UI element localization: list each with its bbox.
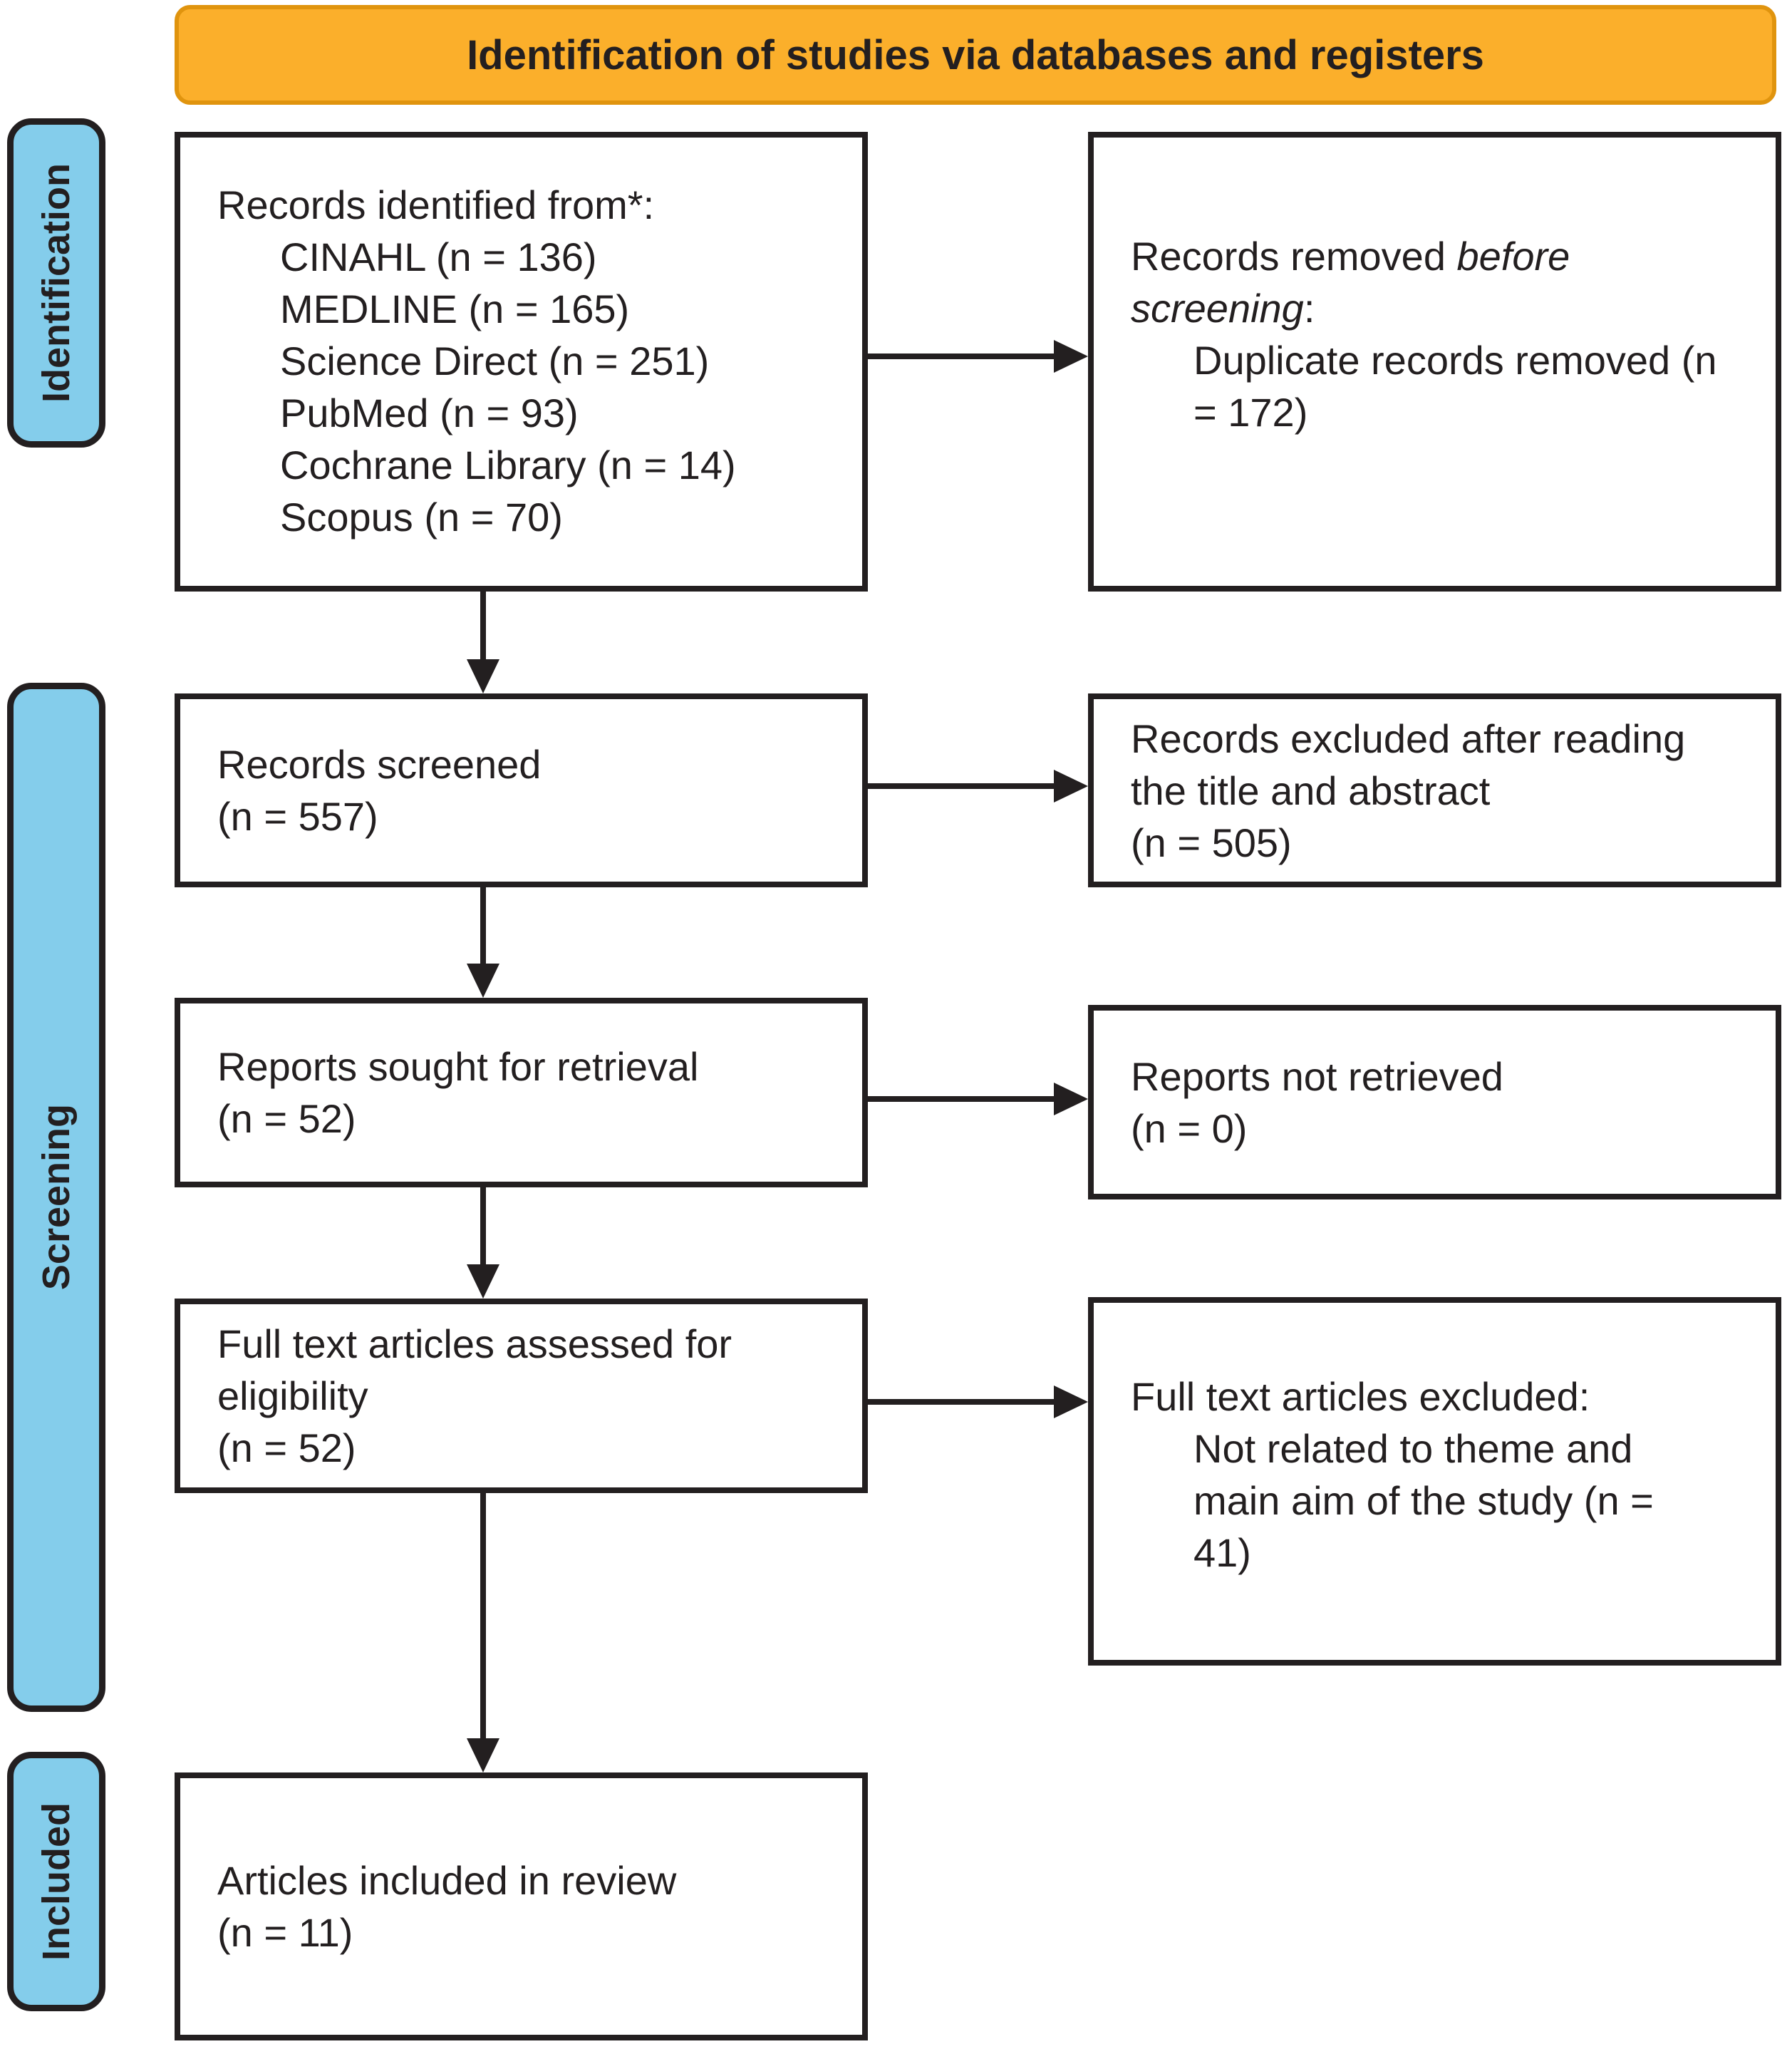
identification-banner: Identification of studies via databases … <box>175 5 1776 105</box>
box-articles-included: Articles included in review (n = 11) <box>175 1772 868 2040</box>
reports-not-retrieved-line: Reports not retrieved <box>1131 1053 1503 1099</box>
records-removed-intro-line2: screening: <box>1131 286 1315 331</box>
records-identified-source: Science Direct (n = 251) <box>280 339 710 383</box>
records-identified-source: CINAHL (n = 136) <box>280 234 597 279</box>
arrow-right-icon <box>1054 1385 1088 1418</box>
records-identified-intro: Records identified from*: <box>217 182 655 227</box>
reports-sought-count: (n = 52) <box>217 1096 356 1141</box>
arrow-down-icon <box>467 1264 499 1299</box>
arrow-identified-to-screened-line <box>480 592 486 662</box>
box-records-identified: Records identified from*: CINAHL (n = 13… <box>175 132 868 592</box>
stage-label-included-text: Included <box>35 1802 78 1961</box>
records-identified-source: PubMed (n = 93) <box>280 391 579 435</box>
fulltext-assessed-line2: eligibility <box>217 1373 368 1418</box>
arrow-right-icon <box>1054 340 1088 373</box>
box-records-removed: Records removed before screening: Duplic… <box>1088 132 1781 592</box>
records-removed-intro-line1: Records removed before <box>1131 234 1570 279</box>
duplicates-removed-line2: = 172) <box>1193 390 1308 435</box>
stage-label-screening: Screening <box>7 683 105 1712</box>
box-reports-not-retrieved: Reports not retrieved (n = 0) <box>1088 1005 1781 1199</box>
records-screened-line: Records screened <box>217 742 542 787</box>
arrow-screened-to-sought-line <box>480 887 486 966</box>
arrow-identified-to-removed-line <box>868 353 1054 359</box>
articles-included-line: Articles included in review <box>217 1858 677 1903</box>
records-excluded-line2: the title and abstract <box>1131 768 1491 813</box>
box-records-excluded: Records excluded after reading the title… <box>1088 693 1781 887</box>
stage-label-identification-text: Identification <box>35 163 78 403</box>
duplicates-removed-line1: Duplicate records removed (n <box>1193 338 1717 383</box>
fulltext-excluded-reason-line3: 41) <box>1193 1530 1251 1575</box>
arrow-sought-to-notretrieved-line <box>868 1096 1054 1102</box>
box-fulltext-excluded: Full text articles excluded: Not related… <box>1088 1297 1781 1666</box>
records-screened-count: (n = 557) <box>217 794 378 839</box>
stage-label-screening-text: Screening <box>35 1104 78 1291</box>
stage-label-identification: Identification <box>7 118 105 448</box>
fulltext-excluded-reason-line1: Not related to theme and <box>1193 1426 1633 1471</box>
records-excluded-count: (n = 505) <box>1131 820 1292 865</box>
arrow-assessed-to-included-line <box>480 1493 486 1741</box>
box-records-screened: Records screened (n = 557) <box>175 693 868 887</box>
box-fulltext-assessed: Full text articles assessed for eligibil… <box>175 1299 868 1493</box>
articles-included-count: (n = 11) <box>217 1910 353 1955</box>
records-identified-source: MEDLINE (n = 165) <box>280 287 630 331</box>
arrow-down-icon <box>467 1738 499 1772</box>
arrow-assessed-to-excluded-line <box>868 1399 1054 1405</box>
arrow-screened-to-excluded-line <box>868 783 1054 789</box>
arrow-down-icon <box>467 659 499 693</box>
banner-title: Identification of studies via databases … <box>467 31 1484 78</box>
records-excluded-line1: Records excluded after reading <box>1131 716 1686 761</box>
arrow-down-icon <box>467 964 499 998</box>
arrow-right-icon <box>1054 770 1088 802</box>
records-identified-source: Cochrane Library (n = 14) <box>280 443 736 487</box>
arrow-sought-to-assessed-line <box>480 1187 486 1267</box>
fulltext-excluded-intro: Full text articles excluded: <box>1131 1374 1590 1419</box>
fulltext-assessed-count: (n = 52) <box>217 1425 356 1470</box>
reports-not-retrieved-count: (n = 0) <box>1131 1105 1248 1151</box>
records-identified-source: Scopus (n = 70) <box>280 495 563 540</box>
arrow-right-icon <box>1054 1083 1088 1115</box>
stage-label-included: Included <box>7 1752 105 2011</box>
box-reports-sought: Reports sought for retrieval (n = 52) <box>175 998 868 1187</box>
fulltext-assessed-line1: Full text articles assessed for <box>217 1321 732 1366</box>
fulltext-excluded-reason-line2: main aim of the study (n = <box>1193 1478 1654 1523</box>
reports-sought-line: Reports sought for retrieval <box>217 1044 699 1089</box>
